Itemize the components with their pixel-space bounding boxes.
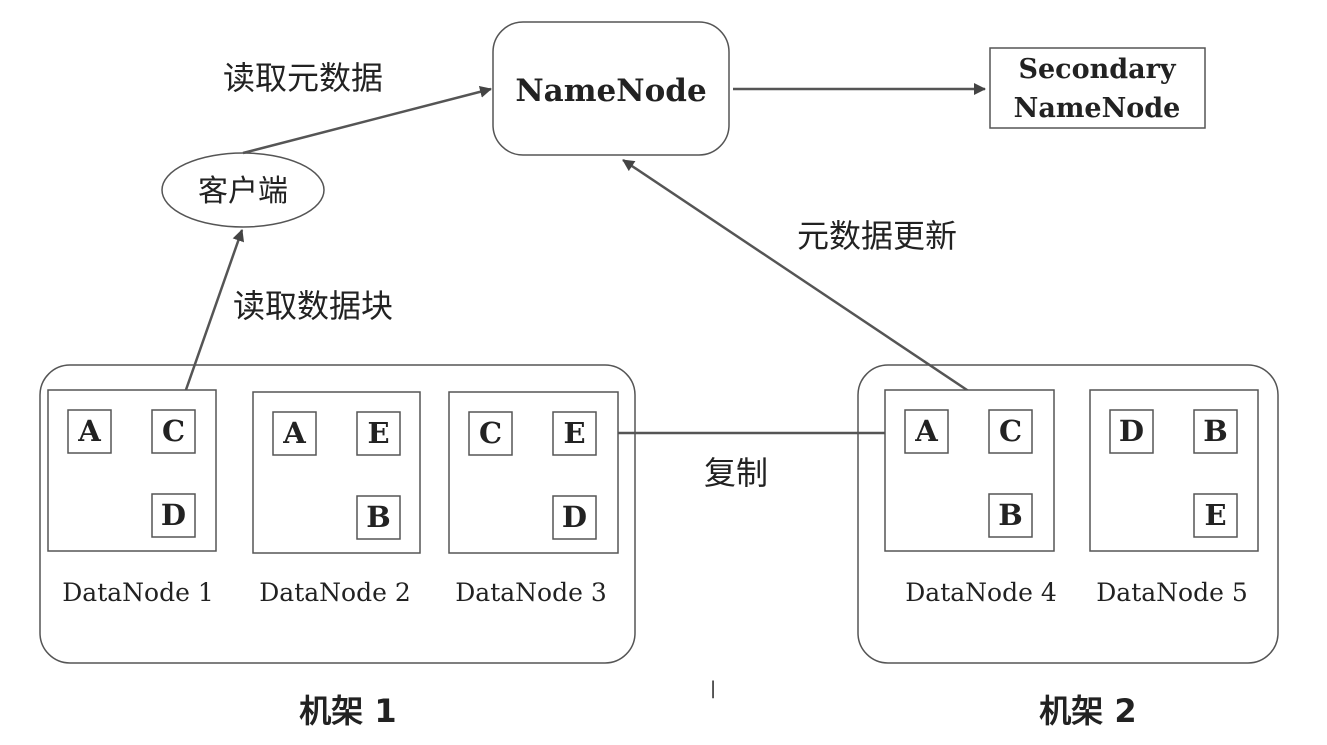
namenode-label: NameNode (515, 73, 706, 109)
datanode-4: A C B DataNode 4 (884, 389, 1057, 607)
label-metadata-update: 元数据更新 (797, 217, 957, 255)
datanode-5-block-label: D (1119, 414, 1144, 448)
datanode-1-block-box (151, 409, 196, 454)
label-read-block: 读取数据块 (233, 287, 393, 325)
datanode-3-block-label: D (562, 500, 587, 534)
datanode-1-block-box (67, 409, 112, 454)
arrow-datanode4-to-namenode (622, 158, 971, 394)
datanode-3-block-label: E (563, 416, 585, 450)
secondary-namenode-line2: NameNode (1014, 93, 1181, 124)
datanode-2-block-label: A (282, 416, 306, 450)
datanode-5-block-label: E (1204, 498, 1226, 532)
arrow-datanode1-to-client (179, 229, 245, 405)
datanode-3-block-label: C (479, 416, 502, 450)
datanode-4-block-box (988, 493, 1033, 538)
datanode-3-label: DataNode 3 (455, 578, 606, 607)
datanode-5: D B E DataNode 5 (1089, 389, 1259, 607)
datanode-2-label: DataNode 2 (259, 578, 410, 607)
datanode-4-block-box (988, 409, 1033, 454)
datanode-2-block-label: B (366, 500, 391, 534)
datanode-1-block-label: C (162, 414, 185, 448)
stray-mark: | (710, 678, 716, 699)
label-replicate: 复制 (704, 454, 768, 492)
datanode-2-block-box (356, 495, 401, 540)
datanode-5-label: DataNode 5 (1096, 578, 1247, 607)
datanode-4-block-label: C (999, 414, 1022, 448)
rack-2-label: 机架 2 (1039, 692, 1136, 730)
datanode-4-block-label: B (998, 498, 1023, 532)
datanode-1: A C D DataNode 1 (47, 389, 217, 607)
datanode-5-block-label: B (1203, 414, 1228, 448)
label-read-metadata: 读取元数据 (223, 59, 383, 97)
datanode-2-block-label: E (367, 416, 389, 450)
datanode-1-label: DataNode 1 (62, 578, 213, 607)
datanode-3-block-box (552, 495, 597, 540)
datanode-2: A E B DataNode 2 (252, 391, 421, 607)
datanode-4-label: DataNode 4 (905, 578, 1056, 607)
datanode-3-block-box (552, 411, 597, 456)
datanodes-group: A C D DataNode 1 A E B DataNode 2 C E D DataNode 3 A… (47, 389, 1259, 607)
datanode-1-block-box (151, 493, 196, 538)
datanode-1-block-label: D (161, 498, 186, 532)
arrow-client-to-namenode (242, 85, 492, 155)
datanode-2-block-box (356, 411, 401, 456)
client-label: 客户端 (198, 174, 288, 209)
datanode-5-block-box (1193, 409, 1238, 454)
datanode-3-block-box (468, 411, 513, 456)
secondary-namenode-line1: Secondary (1018, 54, 1176, 85)
secondary-namenode-box (989, 47, 1206, 129)
datanode-4-block-label: A (914, 414, 938, 448)
datanode-3: C E D DataNode 3 (448, 391, 619, 607)
namenode-box (492, 21, 730, 156)
datanode-4-block-box (904, 409, 949, 454)
datanode-2-block-box (272, 411, 317, 456)
datanode-5-block-box (1109, 409, 1154, 454)
rack-1-label: 机架 1 (299, 692, 396, 730)
datanode-1-block-label: A (77, 414, 101, 448)
datanode-5-block-box (1193, 493, 1238, 538)
